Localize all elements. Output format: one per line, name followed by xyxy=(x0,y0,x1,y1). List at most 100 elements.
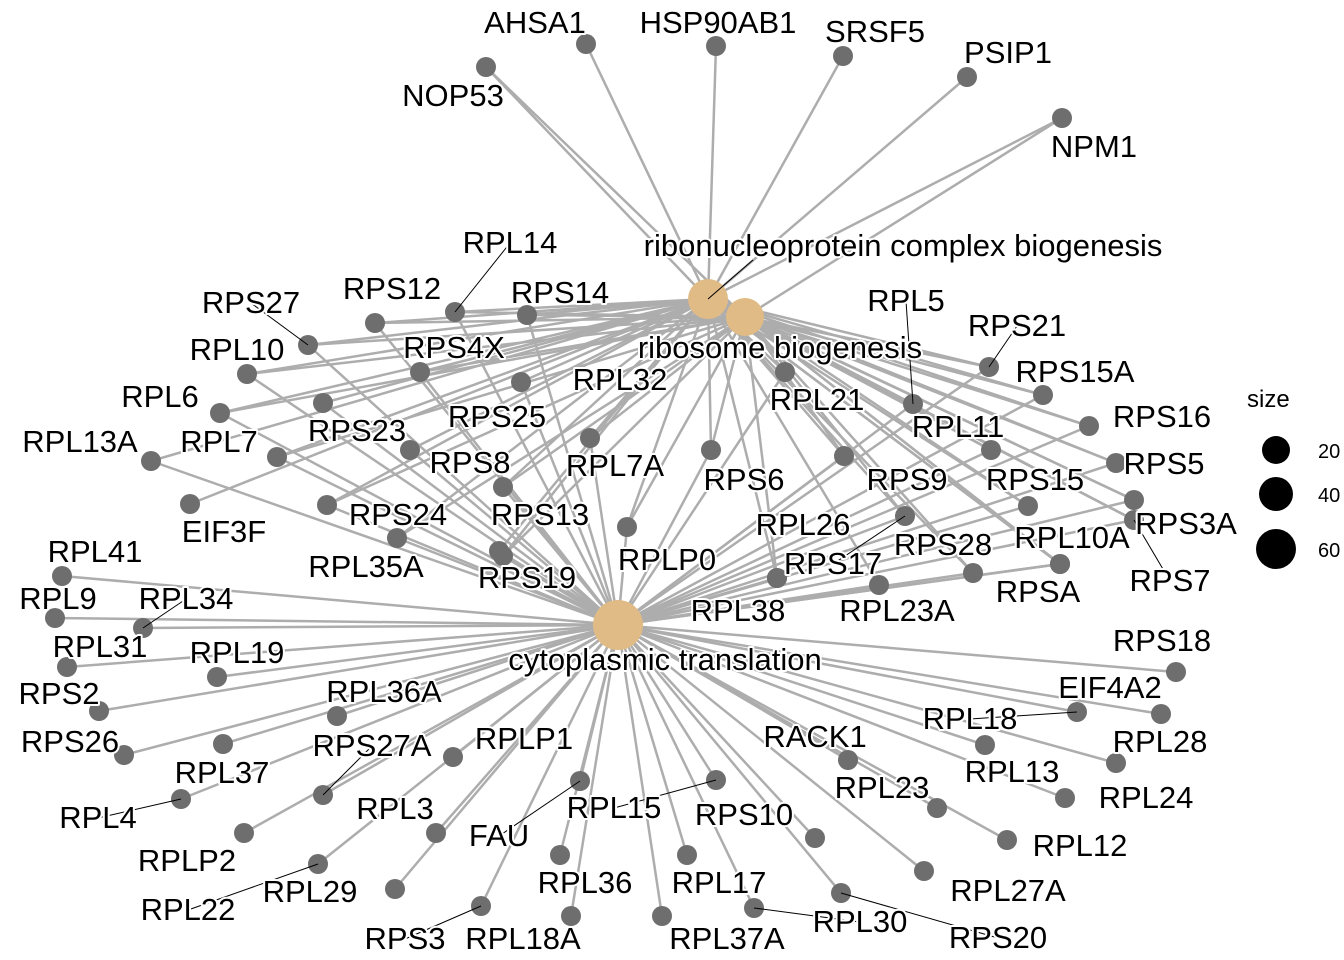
gene-node-rpl21[interactable] xyxy=(775,362,795,382)
gene-label-rpl7a: RPL7A xyxy=(566,448,665,483)
gene-node-rps15a[interactable] xyxy=(1033,385,1053,405)
edge-rpl4-cyto xyxy=(180,623,619,801)
gene-label-rpl31: RPL31 xyxy=(53,629,148,664)
edge-nop53-rnp xyxy=(485,66,709,300)
gene-node-rpl18a[interactable] xyxy=(561,906,581,926)
gene-node-rplp1[interactable] xyxy=(443,747,463,767)
gene-node-rpl23[interactable] xyxy=(927,798,947,818)
gene-node-rpl10[interactable] xyxy=(237,364,257,384)
gene-node-rps19[interactable] xyxy=(493,546,513,566)
gene-label-rps26: RPS26 xyxy=(21,724,119,759)
gene-node-rpl38[interactable] xyxy=(767,568,787,588)
gene-node-rps23[interactable] xyxy=(313,393,333,413)
gene-node-rpl29[interactable] xyxy=(385,879,405,899)
gene-node-rps12[interactable] xyxy=(365,313,385,333)
gene-node-rps18[interactable] xyxy=(1166,662,1186,682)
gene-node-rpsa[interactable] xyxy=(963,563,983,583)
gene-node-rpl13a[interactable] xyxy=(141,451,161,471)
edge-npm1-ribo xyxy=(744,116,1063,319)
gene-node-rpl36a[interactable] xyxy=(327,706,347,726)
gene-node-rpl37[interactable] xyxy=(213,734,233,754)
gene-node-rps2[interactable] xyxy=(89,701,109,721)
gene-node-rpl27a[interactable] xyxy=(914,861,934,881)
edge-ahsa1-rnp xyxy=(584,43,710,300)
gene-node-rpl13[interactable] xyxy=(975,735,995,755)
gene-node-eif4a2[interactable] xyxy=(1151,704,1171,724)
gene-node-hsp90ab1[interactable] xyxy=(706,36,726,56)
gene-label-rpl28: RPL28 xyxy=(1113,724,1208,759)
gene-node-rpl31[interactable] xyxy=(57,657,77,677)
leader-line xyxy=(753,907,861,923)
gene-node-psip1[interactable] xyxy=(957,67,977,87)
edge-nop53-ribo xyxy=(485,66,746,318)
gene-node-ahsa1[interactable] xyxy=(576,34,596,54)
gene-node-rpl12[interactable] xyxy=(997,830,1017,850)
gene-node-rpl11[interactable] xyxy=(981,440,1001,460)
gene-node-rpl6[interactable] xyxy=(210,403,230,423)
gene-node-rack1[interactable] xyxy=(838,750,858,770)
gene-node-rplp0[interactable] xyxy=(617,517,637,537)
gene-node-rps9[interactable] xyxy=(834,446,854,466)
edge-rpl17-cyto xyxy=(616,624,689,856)
gene-node-rpl23a[interactable] xyxy=(869,575,889,595)
gene-label-nop53: NOP53 xyxy=(402,78,504,113)
gene-node-rps15[interactable] xyxy=(1018,496,1038,516)
gene-node-rpl10a[interactable] xyxy=(1050,554,1070,574)
label-leaders xyxy=(97,242,1171,940)
gene-node-nop53[interactable] xyxy=(476,57,496,77)
gene-label-rps27: RPS27 xyxy=(202,285,300,320)
gene-node-rpl32[interactable] xyxy=(511,372,531,392)
category-node-ribo[interactable] xyxy=(726,298,764,336)
gene-node-rps26[interactable] xyxy=(114,745,134,765)
size-legend: size 20 40 60 xyxy=(1247,386,1340,569)
gene-label-rpl23: RPL23 xyxy=(835,770,930,805)
gene-label-rpl17: RPL17 xyxy=(672,865,767,900)
gene-node-rpl17[interactable] xyxy=(677,845,697,865)
gene-node-rps24[interactable] xyxy=(317,495,337,515)
gene-node-eif3f[interactable] xyxy=(180,494,200,514)
category-node-cyto[interactable] xyxy=(593,600,643,650)
gene-label-rpl13a: RPL13A xyxy=(22,424,138,459)
gene-node-rpl35a[interactable] xyxy=(387,528,407,548)
gene-node-rps4x[interactable] xyxy=(410,362,430,382)
gene-node-rpl7[interactable] xyxy=(267,447,287,467)
gene-node-rpl3[interactable] xyxy=(426,823,446,843)
gene-node-rps5[interactable] xyxy=(1106,453,1126,473)
gene-label-rpl41: RPL41 xyxy=(48,534,143,569)
edge-rps27-cyto xyxy=(307,344,619,626)
legend-title: size xyxy=(1247,386,1290,413)
edge-rpl7-ribo xyxy=(276,315,746,459)
gene-label-rpl9: RPL9 xyxy=(19,581,97,616)
edge-rplp0-ribo xyxy=(625,316,747,528)
gene-label-rps10: RPS10 xyxy=(695,797,793,832)
gene-node-rpl24[interactable] xyxy=(1055,788,1075,808)
gene-node-rpl19[interactable] xyxy=(207,667,227,687)
gene-label-rps21: RPS21 xyxy=(968,308,1066,343)
gene-node-rps6[interactable] xyxy=(701,440,721,460)
gene-node-rps14[interactable] xyxy=(517,305,537,325)
gene-node-rpl41[interactable] xyxy=(52,566,72,586)
gene-label-rpl6: RPL6 xyxy=(121,379,199,414)
gene-node-rps10[interactable] xyxy=(805,828,825,848)
gene-node-rplp2[interactable] xyxy=(234,823,254,843)
gene-label-rps14: RPS14 xyxy=(511,275,609,310)
edge-rps27-ribo xyxy=(307,315,746,347)
gene-node-npm1[interactable] xyxy=(1052,108,1072,128)
gene-node-rps25[interactable] xyxy=(400,440,420,460)
gene-node-rpl9[interactable] xyxy=(45,608,65,628)
gene-node-rps8[interactable] xyxy=(493,477,513,497)
gene-label-rpl18a: RPL18A xyxy=(465,921,581,956)
gene-label-rpl3: RPL3 xyxy=(356,791,434,826)
gene-node-rpl7a[interactable] xyxy=(580,428,600,448)
gene-node-rpl28[interactable] xyxy=(1106,753,1126,773)
gene-node-rps3a[interactable] xyxy=(1124,490,1144,510)
gene-node-srsf5[interactable] xyxy=(833,46,853,66)
edge-rps9-cyto xyxy=(617,454,845,627)
gene-node-rps16[interactable] xyxy=(1079,416,1099,436)
edge-rps18-cyto xyxy=(617,623,1177,674)
gene-node-rpl37a[interactable] xyxy=(652,906,672,926)
edge-rpl35a-cyto xyxy=(396,536,619,627)
gene-node-rpl36[interactable] xyxy=(550,845,570,865)
edge-rps6-rnp xyxy=(706,298,713,451)
